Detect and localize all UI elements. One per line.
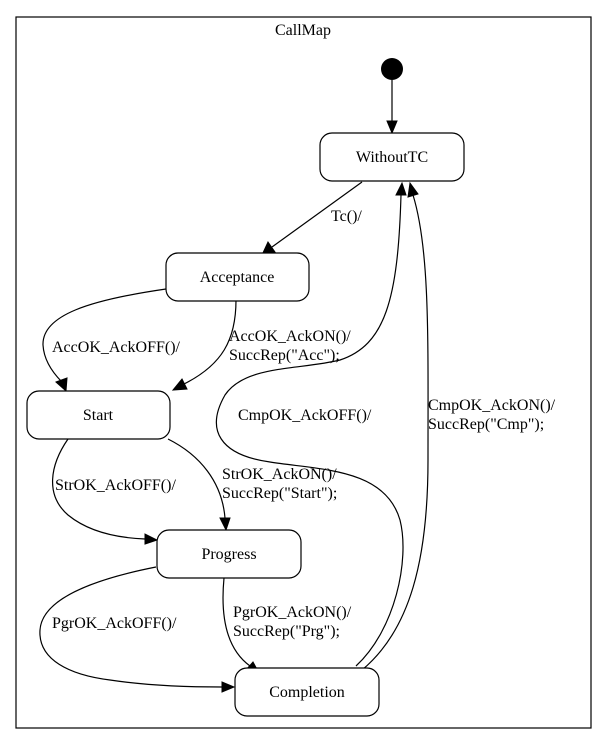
arrowhead-cmp-off bbox=[395, 181, 407, 196]
state-without-tc: WithoutTC bbox=[319, 132, 465, 182]
label-tc: Tc()/ bbox=[331, 208, 362, 225]
state-label: WithoutTC bbox=[356, 149, 428, 166]
edge-acc-on bbox=[183, 299, 237, 385]
initial-state bbox=[381, 58, 403, 80]
state-label: Completion bbox=[269, 684, 345, 701]
edge-cmp-on bbox=[361, 194, 429, 671]
label-cmp-off: CmpOK_AckOFF()/ bbox=[238, 407, 372, 424]
arrowhead-initial bbox=[386, 120, 398, 135]
state-completion: Completion bbox=[234, 667, 380, 717]
state-acceptance: Acceptance bbox=[165, 252, 310, 302]
label-acc-on-1: AccOK_AckON()/ bbox=[229, 328, 351, 345]
label-cmp-on-1: CmpOK_AckON()/ bbox=[428, 397, 556, 414]
edge-tc bbox=[271, 181, 363, 248]
label-cmp-on-2: SuccRep("Cmp"); bbox=[428, 416, 544, 433]
cluster-frame bbox=[15, 16, 592, 729]
edge-pgr-on bbox=[222, 577, 251, 667]
edge-pgr-off bbox=[39, 566, 223, 688]
arrowhead-acc-on bbox=[171, 378, 188, 391]
label-pgr-on-1: PgrOK_AckON()/ bbox=[233, 604, 352, 621]
state-progress: Progress bbox=[156, 529, 302, 579]
label-acc-on-2: SuccRep("Acc"); bbox=[229, 347, 340, 364]
edge-acc-off bbox=[42, 288, 167, 383]
state-label: Start bbox=[83, 407, 114, 424]
label-str-on-1: StrOK_AckON()/ bbox=[222, 466, 337, 483]
cluster-label: CallMap bbox=[275, 22, 331, 39]
arrowhead-pgr-off bbox=[221, 681, 236, 693]
arrowhead-acc-off bbox=[55, 377, 68, 393]
label-str-on-2: SuccRep("Start"); bbox=[222, 485, 337, 502]
arrowhead-str-off bbox=[144, 533, 159, 545]
arrowhead-cmp-on bbox=[407, 181, 419, 198]
arrowhead-str-on bbox=[219, 517, 231, 532]
state-label: Progress bbox=[201, 546, 256, 563]
label-str-off: StrOK_AckOFF()/ bbox=[55, 477, 176, 494]
edge-str-off bbox=[52, 438, 146, 540]
edge-cmp-off bbox=[215, 194, 404, 667]
edge-str-on bbox=[167, 438, 226, 519]
label-pgr-off: PgrOK_AckOFF()/ bbox=[52, 615, 177, 632]
label-pgr-on-2: SuccRep("Prg"); bbox=[233, 623, 340, 640]
state-start: Start bbox=[26, 390, 171, 440]
state-label: Acceptance bbox=[200, 269, 275, 286]
label-acc-off: AccOK_AckOFF()/ bbox=[52, 339, 181, 356]
